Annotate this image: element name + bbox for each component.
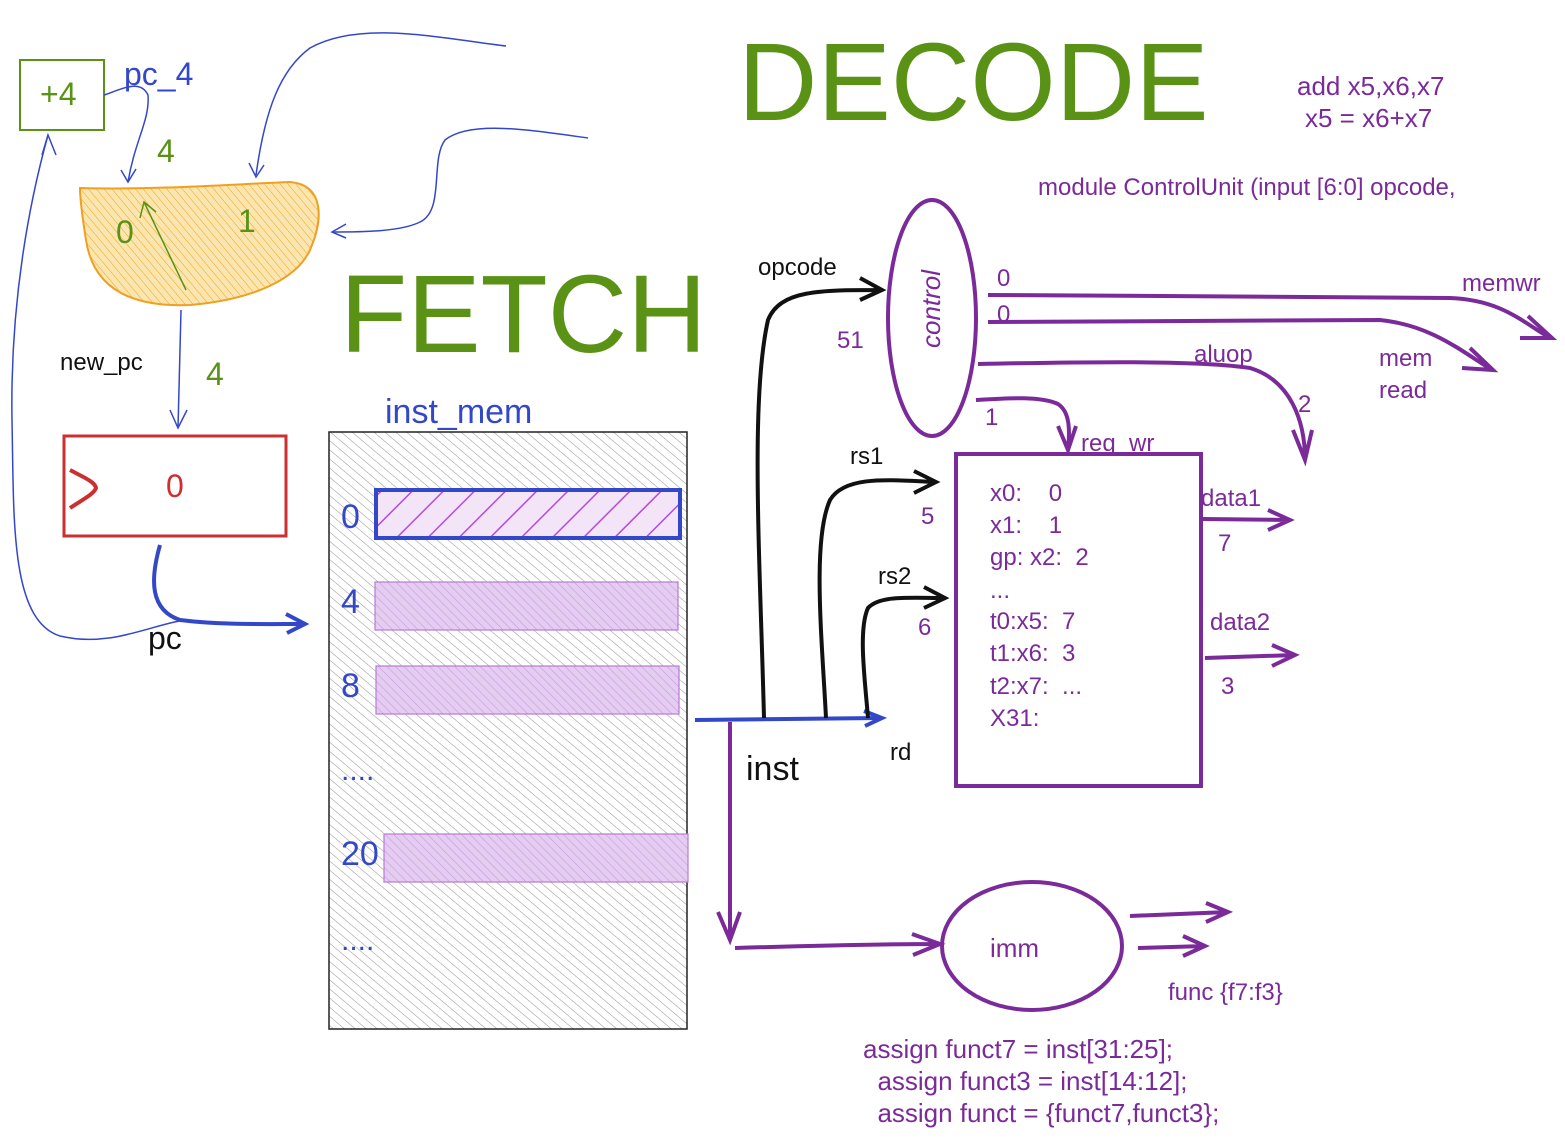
module-declaration: module ControlUnit (input [6:0] opcode, — [1038, 174, 1456, 201]
addr-8: 8 — [341, 667, 360, 705]
rs2-value: 6 — [918, 614, 931, 641]
memread-label-1: mem — [1379, 345, 1432, 372]
pc-register — [62, 434, 288, 538]
addr-0: 0 — [341, 498, 360, 536]
imm-label: imm — [990, 933, 1039, 963]
control-unit — [886, 198, 978, 438]
reg-wr-value: 1 — [985, 404, 998, 431]
verilog-line: assign funct7 = inst[31:25]; — [863, 1034, 1173, 1064]
inst-mem-row-4 — [374, 581, 679, 631]
addr-20: 20 — [341, 835, 379, 873]
opcode-value: 51 — [837, 327, 864, 354]
imm-output-wires — [1129, 901, 1234, 958]
new-pc-label: new_pc — [60, 349, 143, 376]
inst-mem-row-20 — [383, 833, 689, 883]
addr-ellipsis-1: .... — [341, 754, 374, 787]
addr-4: 4 — [341, 583, 360, 621]
control-wires — [975, 293, 1558, 467]
register-row: t1:x6: 3 — [990, 640, 1075, 667]
pc-register-value: 0 — [166, 468, 184, 504]
field-wires — [755, 276, 950, 719]
aluop-value: 2 — [1298, 391, 1311, 418]
rd-label: rd — [890, 739, 911, 766]
control-label: control — [916, 269, 946, 348]
memread-label-2: read — [1379, 377, 1427, 404]
inst-bus — [694, 709, 888, 728]
instruction-semantics: x5 = x6+x7 — [1305, 103, 1432, 133]
rs1-value: 5 — [921, 503, 934, 530]
rs1-label: rs1 — [850, 443, 883, 470]
fetch-title: FETCH — [340, 253, 707, 376]
new-pc-value: 4 — [206, 356, 224, 392]
inst-mem-label: inst_mem — [385, 393, 532, 431]
register-row: gp: x2: 2 — [990, 544, 1089, 571]
register-list: x0: 0 x1: 1 gp: x2: 2 ... t0:x5: 7 t1:x6… — [990, 480, 1089, 732]
instruction-asm: add x5,x6,x7 — [1297, 71, 1444, 101]
regfile-output-wires — [1202, 508, 1300, 668]
pc-mux — [78, 180, 320, 307]
addr-ellipsis-2: .... — [341, 924, 374, 957]
memwr-value: 0 — [997, 265, 1010, 292]
register-row: t2:x7: ... — [990, 673, 1082, 700]
pc-wires — [11, 32, 589, 641]
register-row: X31: — [990, 705, 1039, 732]
data2-label: data2 — [1210, 609, 1270, 636]
register-row: x0: 0 — [990, 480, 1062, 507]
memread-value: 0 — [997, 301, 1010, 328]
register-file — [954, 452, 1203, 788]
data2-value: 3 — [1221, 673, 1234, 700]
inst-to-imm-wire — [716, 722, 946, 957]
mux-input-0: 0 — [116, 214, 134, 250]
verilog-code: assign funct7 = inst[31:25]; assign func… — [863, 1034, 1219, 1128]
pc-adder-label: +4 — [40, 76, 76, 112]
verilog-line: assign funct = {funct7,funct3}; — [863, 1098, 1219, 1128]
mux-input-1: 1 — [238, 203, 256, 239]
register-row: x1: 1 — [990, 512, 1062, 539]
data1-value: 7 — [1218, 530, 1231, 557]
inst-label: inst — [746, 750, 799, 788]
func-label: func {f7:f3} — [1168, 979, 1283, 1006]
adder-input-value: 4 — [157, 133, 175, 169]
rs2-label: rs2 — [878, 563, 911, 590]
memwr-label: memwr — [1462, 270, 1541, 297]
inst-mem-row-8 — [375, 665, 680, 715]
register-row: t0:x5: 7 — [990, 608, 1075, 635]
clock-symbol — [68, 468, 99, 510]
decode-title: DECODE — [738, 21, 1209, 144]
mux-select-arrow — [139, 200, 187, 291]
verilog-line: assign funct3 = inst[14:12]; — [863, 1066, 1187, 1096]
aluop-label: aluop — [1194, 341, 1253, 368]
pc-output-wire — [152, 544, 310, 635]
imm-generator — [940, 880, 1124, 1012]
pc-label: pc — [148, 620, 182, 656]
opcode-label: opcode — [758, 254, 837, 281]
data1-label: data1 — [1201, 485, 1261, 512]
register-row: ... — [990, 577, 1010, 604]
